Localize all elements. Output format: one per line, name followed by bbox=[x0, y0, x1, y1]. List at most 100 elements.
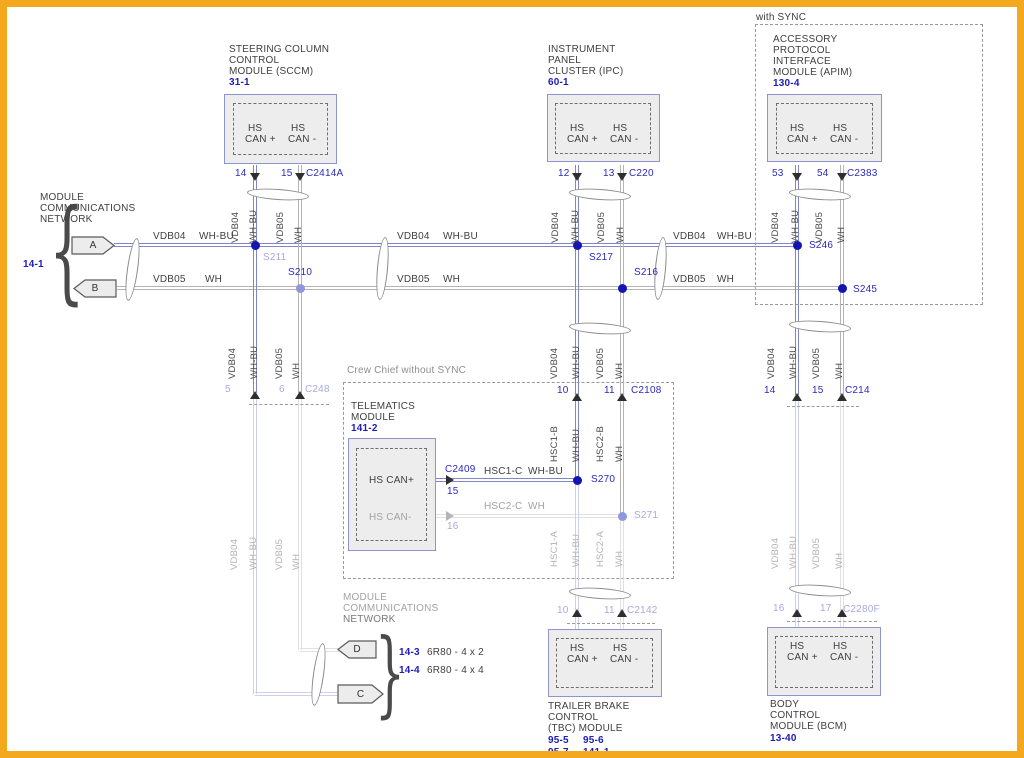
network-page-ref[interactable]: 14-1 bbox=[23, 259, 44, 270]
wire-arrow-up bbox=[792, 609, 802, 617]
apim-page-ref[interactable]: 130-4 bbox=[773, 78, 800, 89]
network2-caption-3: NETWORK bbox=[343, 614, 396, 625]
splice-s217 bbox=[573, 241, 582, 250]
inline-connector-line bbox=[787, 621, 877, 622]
ipc-box bbox=[547, 94, 660, 162]
v-hsc2b-wh: WH bbox=[614, 445, 625, 462]
module-inner-outline bbox=[556, 638, 653, 688]
hsc2a bbox=[620, 516, 624, 631]
v-apim-whbu: WH-BU bbox=[790, 209, 801, 243]
brace-right: } bbox=[375, 619, 405, 728]
net-connector-d[interactable]: D bbox=[337, 640, 377, 659]
ipc-pin-12: 12 bbox=[558, 168, 570, 179]
module-inner-outline bbox=[356, 448, 427, 541]
ipc-title-3: CLUSTER (IPC) bbox=[548, 66, 624, 77]
telematics-cell-canm: HS CAN- bbox=[369, 512, 412, 523]
v-apim2-whbu: WH-BU bbox=[788, 345, 799, 379]
bcm-page-ref[interactable]: 13-40 bbox=[770, 733, 797, 744]
inline-connector-line bbox=[249, 404, 329, 405]
c248-connector: C248 bbox=[305, 384, 330, 395]
net-connector-a[interactable]: A bbox=[71, 236, 115, 255]
splice-label-s245: S245 bbox=[853, 284, 878, 295]
v-ipc-vdb05: VDB05 bbox=[596, 211, 607, 243]
network2-caption-2: COMMUNICATIONS bbox=[343, 603, 439, 614]
ref-14-4[interactable]: 14-4 bbox=[399, 665, 420, 676]
sccm-vdb05-low bbox=[298, 397, 302, 650]
v-bcm-vdb04: VDB04 bbox=[770, 537, 781, 569]
ipc-page-ref[interactable]: 60-1 bbox=[548, 77, 569, 88]
wire-to-c bbox=[255, 692, 339, 696]
sccm-title-2: CONTROL bbox=[229, 55, 280, 66]
tbc-page-ref-3[interactable]: 95-7 bbox=[548, 747, 569, 758]
wire-label-vdb05-1: VDB05 bbox=[153, 274, 186, 285]
bcm-box bbox=[767, 627, 881, 696]
v-sccm3-vdb04: VDB04 bbox=[229, 538, 240, 570]
v-hsc1a-whbu: WH-BU bbox=[571, 533, 582, 567]
tbc-page-ref-1[interactable]: 95-5 bbox=[548, 735, 569, 746]
apim-pin-53: 53 bbox=[772, 168, 784, 179]
sccm-vdb05 bbox=[298, 165, 302, 393]
module-inner-outline bbox=[776, 103, 873, 154]
net-connector-c[interactable]: C bbox=[337, 684, 384, 704]
v-sccm2-vdb05: VDB05 bbox=[274, 347, 285, 379]
hsc1a bbox=[575, 480, 579, 631]
splice-s246 bbox=[793, 241, 802, 250]
wire-arrow-up bbox=[617, 393, 627, 401]
apim-title-2: PROTOCOL bbox=[773, 45, 831, 56]
v-sccm-whbu: WH-BU bbox=[248, 209, 259, 243]
wire-arrow-right bbox=[446, 511, 454, 521]
splice-s270 bbox=[573, 476, 582, 485]
c214-pin-15: 15 bbox=[812, 385, 824, 396]
connector-pentagon-shape bbox=[73, 279, 117, 298]
apim-title-3: INTERFACE bbox=[773, 56, 831, 67]
v-hsc2a: HSC2-A bbox=[595, 530, 606, 567]
wire-label-whbu-3: WH-BU bbox=[717, 231, 752, 242]
telematics-box bbox=[348, 438, 436, 551]
twisted-pair-symbol bbox=[122, 237, 143, 302]
wire-label-whbu-4: WH-BU bbox=[528, 466, 563, 477]
tbc-page-ref-4[interactable]: 141-1 bbox=[583, 747, 610, 758]
sccm-vdb04-low bbox=[253, 397, 257, 694]
crew-chief-group bbox=[343, 382, 674, 579]
v-sccm-wh: WH bbox=[293, 226, 304, 243]
c214-pin-14: 14 bbox=[764, 385, 776, 396]
ipc-vdb04 bbox=[575, 165, 579, 395]
wire-label-wh-2: WH bbox=[443, 274, 461, 285]
brace-left: { bbox=[49, 186, 85, 316]
wire-label-whbu-2: WH-BU bbox=[443, 231, 478, 242]
c2280f-pin-16: 16 bbox=[773, 603, 785, 614]
wire-label-wh-3: WH bbox=[717, 274, 735, 285]
v-bcm-whbu: WH-BU bbox=[788, 535, 799, 569]
splice-s271 bbox=[618, 512, 627, 521]
network2-caption-1: MODULE bbox=[343, 592, 387, 603]
c2142-connector: C2142 bbox=[627, 605, 658, 616]
tbc-page-ref-2[interactable]: 95-6 bbox=[583, 735, 604, 746]
wire-label-hsc1c: HSC1-C bbox=[484, 466, 523, 477]
ref-14-3[interactable]: 14-3 bbox=[399, 647, 420, 658]
tbc-cell-hs1: HS bbox=[570, 643, 585, 654]
sccm-page-ref[interactable]: 31-1 bbox=[229, 77, 250, 88]
wire-arrow-down bbox=[837, 173, 847, 181]
net-connector-b[interactable]: B bbox=[73, 279, 117, 298]
bcm-cell-hs2: HS bbox=[833, 641, 848, 652]
c248-pin-5: 5 bbox=[225, 384, 231, 395]
telematics-page-ref[interactable]: 141-2 bbox=[351, 423, 378, 434]
splice-s211 bbox=[251, 241, 260, 250]
connector-letter: A bbox=[89, 240, 97, 251]
wire-arrow-down bbox=[295, 173, 305, 181]
ref-6r80-4x2: 6R80 - 4 x 2 bbox=[427, 647, 484, 658]
hsc2b bbox=[620, 399, 624, 516]
sccm-pin-14: 14 bbox=[235, 168, 247, 179]
wire-arrow-down bbox=[250, 173, 260, 181]
v-ipc-whbu: WH-BU bbox=[570, 209, 581, 243]
sccm-cell-canm: CAN - bbox=[288, 134, 317, 145]
v-hsc2b: HSC2-B bbox=[595, 425, 606, 462]
splice-label-s210: S210 bbox=[288, 267, 313, 278]
with-sync-group bbox=[755, 24, 983, 305]
v-sccm2-whbu: WH-BU bbox=[249, 345, 260, 379]
wire-arrow-up bbox=[572, 393, 582, 401]
ipc-title-2: PANEL bbox=[548, 55, 582, 66]
network-caption-2: COMMUNICATIONS bbox=[40, 203, 136, 214]
tbc-box bbox=[548, 629, 662, 697]
